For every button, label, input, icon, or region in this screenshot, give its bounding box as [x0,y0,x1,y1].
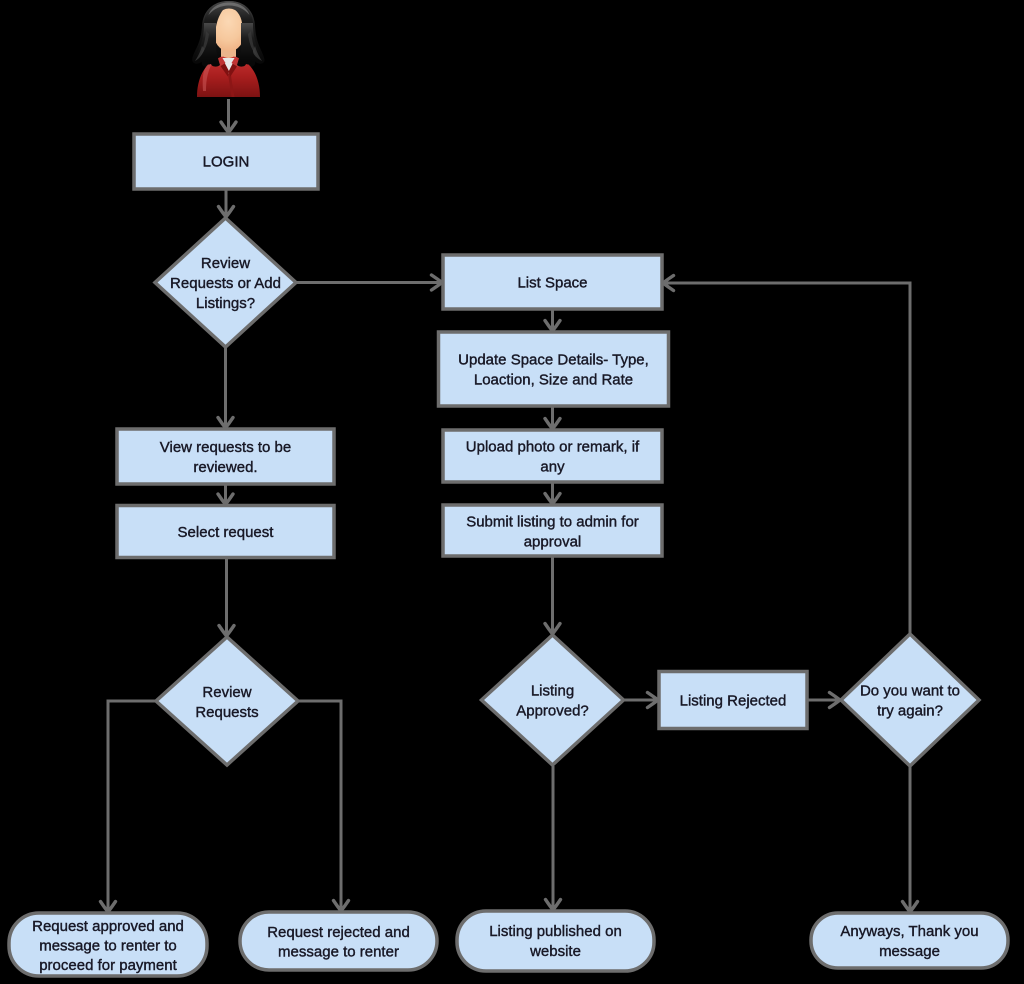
svg-text:LOGIN: LOGIN [203,154,250,171]
svg-text:Select request: Select request [178,524,275,541]
svg-text:List Space: List Space [517,275,587,292]
svg-text:Listing Rejected: Listing Rejected [680,693,787,710]
